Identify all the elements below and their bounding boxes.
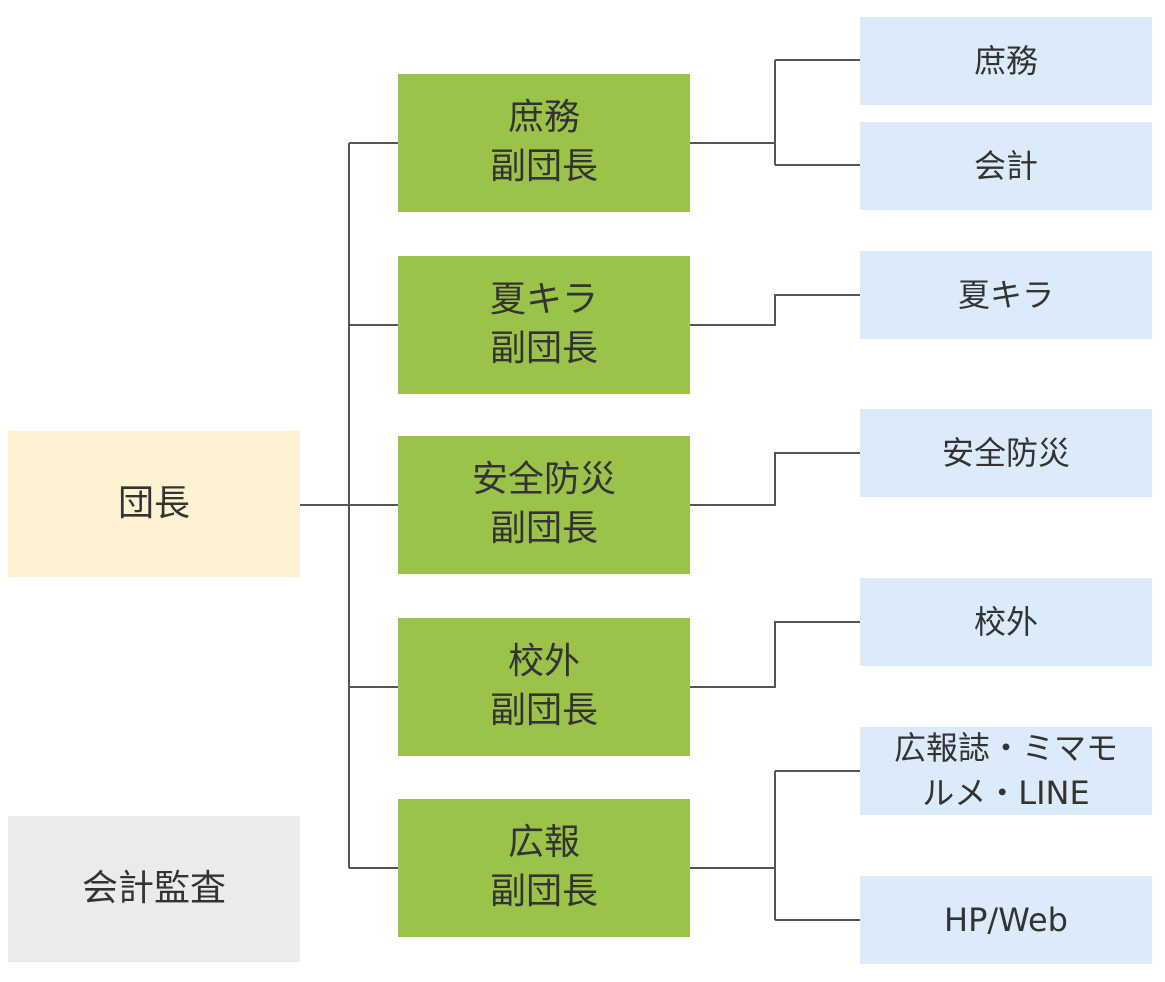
connector-vice-4-dept xyxy=(690,621,860,688)
vice-leader-safety: 安全防災 副団長 xyxy=(398,436,690,574)
vice-leader-label: 安全防災 副団長 xyxy=(471,459,616,549)
dept-safety: 安全防災 xyxy=(860,409,1152,497)
vice-leader-label: 庶務 副団長 xyxy=(489,97,598,187)
leader-box: 団長 xyxy=(8,431,300,577)
vice-leader-label: 夏キラ 副団長 xyxy=(489,279,598,369)
dept-label: 安全防災 xyxy=(941,434,1070,472)
dept-accounting: 会計 xyxy=(860,122,1152,210)
dept-general-affairs: 庶務 xyxy=(860,17,1152,105)
vice-leader-label: 校外 副団長 xyxy=(489,641,598,731)
dept-pr-magazine: 広報誌・ミマモ ルメ・LINE xyxy=(860,727,1152,815)
vice-leader-external: 校外 副団長 xyxy=(398,618,690,756)
vice-leader-summer: 夏キラ 副団長 xyxy=(398,256,690,394)
vice-leader-general-affairs: 庶務 副団長 xyxy=(398,74,690,212)
dept-label: 庶務 xyxy=(973,42,1038,80)
dept-summer: 夏キラ xyxy=(860,251,1152,339)
connector-vice-2-dept xyxy=(690,294,860,326)
auditor-label: 会計監査 xyxy=(81,867,226,909)
dept-label: 会計 xyxy=(973,147,1038,185)
dept-label: 夏キラ xyxy=(957,276,1054,314)
connector-vice-1-depts xyxy=(690,59,860,166)
vice-leader-label: 広報 副団長 xyxy=(489,822,598,912)
dept-external: 校外 xyxy=(860,578,1152,666)
auditor-box: 会計監査 xyxy=(8,816,300,962)
dept-label: 校外 xyxy=(973,603,1038,641)
connector-vice-5-depts xyxy=(690,770,860,921)
dept-label: HP/Web xyxy=(944,900,1068,939)
dept-label: 広報誌・ミマモ ルメ・LINE xyxy=(893,729,1118,812)
dept-hp-web: HP/Web xyxy=(860,876,1152,964)
vice-leader-pr: 広報 副団長 xyxy=(398,799,690,937)
leader-label: 団長 xyxy=(117,482,190,524)
connector-vice-3-dept xyxy=(690,452,860,506)
